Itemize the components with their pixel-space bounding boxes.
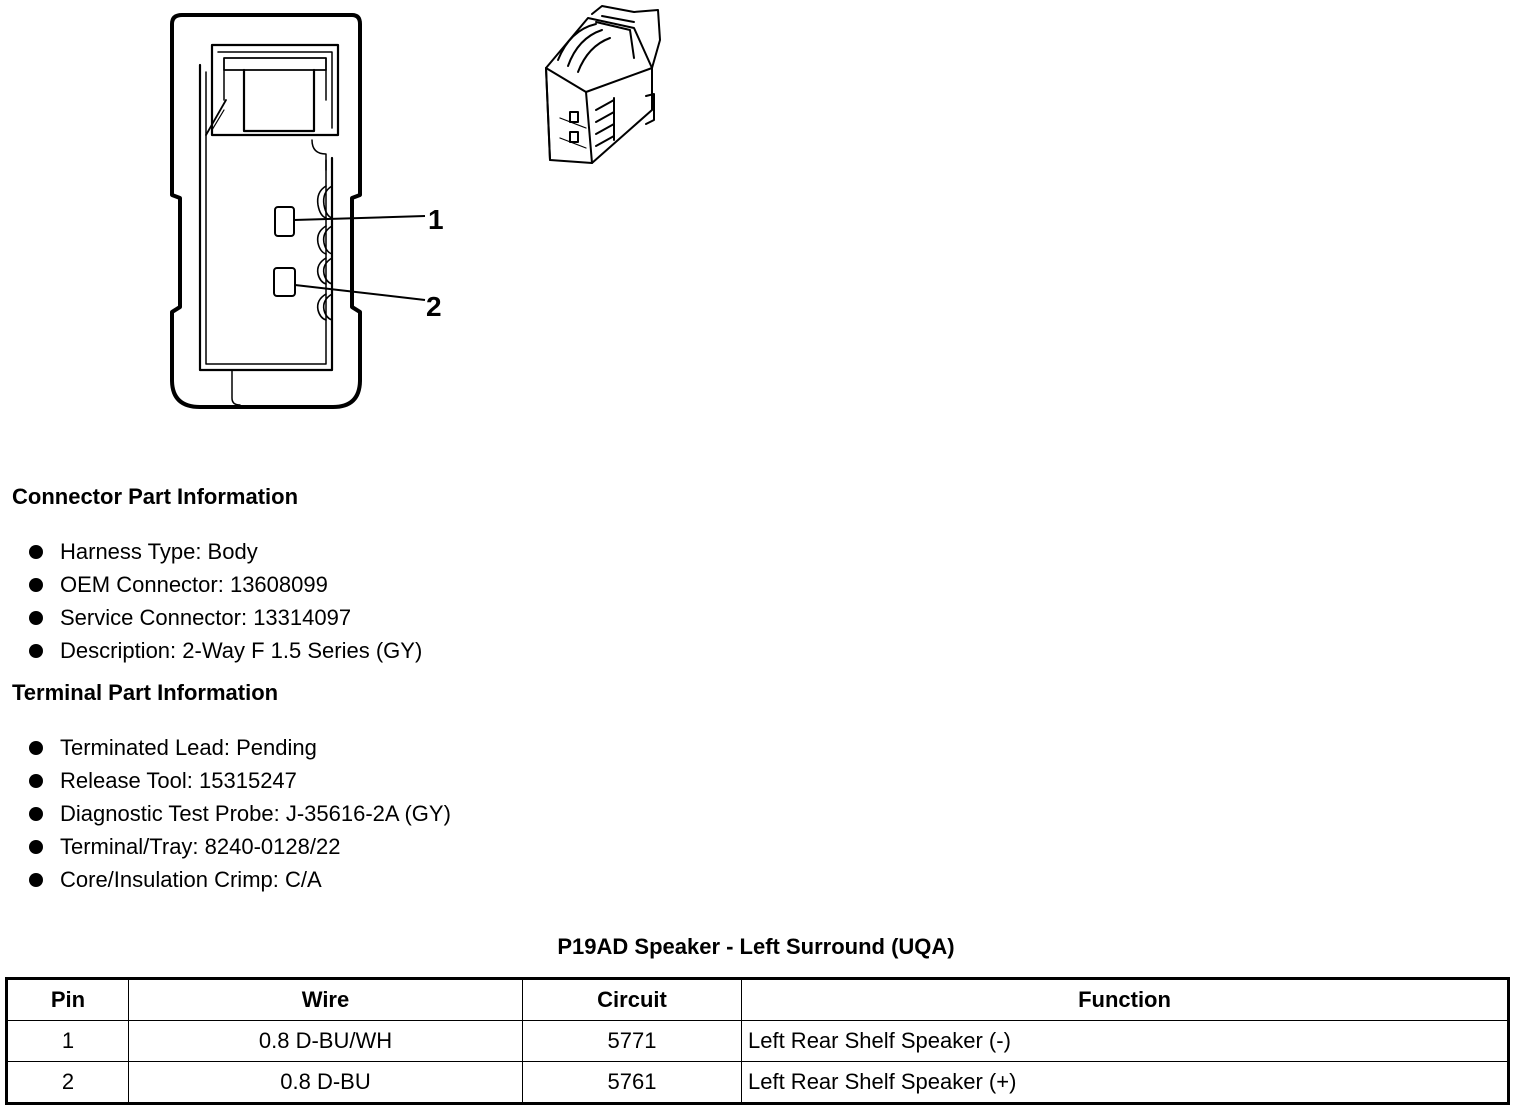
cell-pin: 1 <box>6 1020 129 1062</box>
bullet-icon <box>29 545 43 559</box>
list-item: Harness Type: Body <box>10 535 422 568</box>
callout-leader-1 <box>293 215 426 221</box>
list-item-text: Description: 2-Way F 1.5 Series (GY) <box>60 638 423 663</box>
table-header-row: Pin Wire Circuit Function <box>6 978 1509 1021</box>
cell-wire: 0.8 D-BU <box>128 1061 523 1104</box>
cell-wire: 0.8 D-BU/WH <box>128 1020 523 1062</box>
list-item-text: Service Connector: 13314097 <box>60 605 352 630</box>
terminal-part-info-heading: Terminal Part Information <box>12 680 279 705</box>
bullet-icon <box>29 578 43 592</box>
list-item-text: Harness Type: Body <box>60 539 258 564</box>
callout-leader-2 <box>294 284 426 301</box>
bullet-icon <box>29 807 43 821</box>
connector-face-diagram: 1 2 <box>170 13 444 409</box>
pin-table: Pin Wire Circuit Function 1 0.8 D-BU/WH … <box>5 977 1510 1105</box>
cell-function: Left Rear Shelf Speaker (+) <box>741 1061 1509 1104</box>
connector-isometric-view <box>545 5 661 164</box>
list-item: OEM Connector: 13608099 <box>10 568 422 601</box>
cell-function: Left Rear Shelf Speaker (-) <box>741 1020 1509 1062</box>
table-row: 1 0.8 D-BU/WH 5771 Left Rear Shelf Speak… <box>6 1020 1509 1062</box>
list-item: Core/Insulation Crimp: C/A <box>10 863 451 896</box>
bullet-icon <box>29 774 43 788</box>
bullet-icon <box>29 644 43 658</box>
list-item-text: Diagnostic Test Probe: J-35616-2A (GY) <box>60 801 451 826</box>
callout-label-1: 1 <box>428 204 444 235</box>
list-item-text: Terminal/Tray: 8240-0128/22 <box>60 834 341 859</box>
cell-circuit: 5761 <box>522 1061 742 1104</box>
pin-table-title: P19AD Speaker - Left Surround (UQA) <box>557 934 955 959</box>
cell-circuit: 5771 <box>522 1020 742 1062</box>
list-item-text: Release Tool: 15315247 <box>60 768 297 793</box>
bullet-icon <box>29 741 43 755</box>
bullet-icon <box>29 873 43 887</box>
column-header-wire: Wire <box>128 978 523 1021</box>
connector-part-info-heading: Connector Part Information <box>12 484 299 509</box>
terminal-cavity-2 <box>273 267 296 297</box>
terminal-cavity-1 <box>274 206 295 237</box>
list-item-text: Terminated Lead: Pending <box>60 735 317 760</box>
list-item: Description: 2-Way F 1.5 Series (GY) <box>10 634 422 667</box>
list-item: Service Connector: 13314097 <box>10 601 422 634</box>
column-header-circuit: Circuit <box>522 978 742 1021</box>
bullet-icon <box>29 611 43 625</box>
cell-pin: 2 <box>6 1061 129 1104</box>
callout-label-2: 2 <box>426 291 442 322</box>
list-item-text: OEM Connector: 13608099 <box>60 572 328 597</box>
connector-part-info-list: Harness Type: Body OEM Connector: 136080… <box>10 535 422 667</box>
list-item: Diagnostic Test Probe: J-35616-2A (GY) <box>10 797 451 830</box>
table-row: 2 0.8 D-BU 5761 Left Rear Shelf Speaker … <box>6 1061 1509 1104</box>
list-item-text: Core/Insulation Crimp: C/A <box>60 867 322 892</box>
column-header-pin: Pin <box>6 978 129 1021</box>
bullet-icon <box>29 840 43 854</box>
column-header-function: Function <box>741 978 1509 1021</box>
list-item: Terminated Lead: Pending <box>10 731 451 764</box>
terminal-part-info-list: Terminated Lead: Pending Release Tool: 1… <box>10 731 451 896</box>
list-item: Terminal/Tray: 8240-0128/22 <box>10 830 451 863</box>
list-item: Release Tool: 15315247 <box>10 764 451 797</box>
